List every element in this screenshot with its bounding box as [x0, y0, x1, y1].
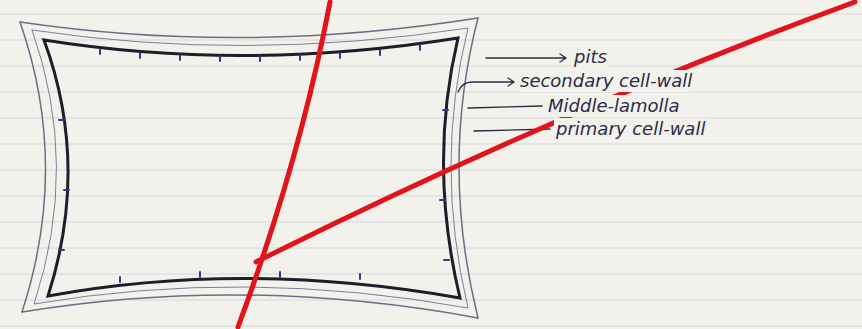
pit-mark	[219, 56, 221, 61]
pit-mark	[119, 277, 121, 282]
pit-mark	[199, 272, 201, 277]
part-label: Middle-lamolla	[546, 95, 682, 117]
part-label: pits	[572, 46, 609, 68]
primary-wall-line	[20, 22, 46, 312]
ruled-line	[0, 170, 862, 171]
pit-mark	[440, 199, 445, 201]
leader-line	[468, 106, 542, 108]
pit-mark	[419, 45, 421, 50]
pit-mark	[99, 49, 101, 54]
pit-mark	[443, 109, 448, 111]
pit-mark	[59, 119, 64, 121]
ruled-line	[0, 222, 862, 223]
leader-line	[458, 78, 514, 92]
strike-line	[238, 2, 330, 327]
ruled-line	[0, 144, 862, 145]
part-label: primary cell-wall	[554, 118, 707, 140]
ruled-line	[0, 196, 862, 197]
leader-lines	[458, 54, 566, 131]
pit-mark	[379, 50, 381, 55]
primary-wall-line	[20, 18, 478, 38]
leader-line	[486, 54, 566, 62]
pit-mark	[179, 55, 181, 60]
ruled-line	[0, 300, 862, 301]
pit-mark	[139, 53, 141, 58]
secondary-wall-line	[44, 38, 460, 298]
ruled-line	[0, 92, 862, 93]
ruled-line	[0, 14, 862, 15]
pit-marks	[59, 45, 449, 282]
ruled-paper-lines	[0, 14, 862, 326]
cell-outline	[20, 18, 478, 318]
pit-mark	[59, 249, 64, 251]
pit-mark	[359, 274, 361, 279]
middle-lamella-line	[32, 28, 468, 308]
primary-wall-line	[459, 18, 478, 318]
pit-mark	[259, 56, 261, 61]
ruled-line	[0, 66, 862, 67]
pit-mark	[444, 259, 449, 261]
red-strike-marks	[238, 2, 855, 327]
ruled-line	[0, 248, 862, 249]
pit-mark	[339, 53, 341, 58]
ruled-line	[0, 118, 862, 119]
ruled-line	[0, 40, 862, 41]
pit-mark	[64, 189, 69, 191]
ruled-line	[0, 326, 862, 327]
strike-line	[256, 2, 855, 262]
pit-mark	[279, 272, 281, 277]
ruled-line	[0, 274, 862, 275]
part-label: secondary cell-wall	[518, 70, 694, 92]
pit-mark	[299, 55, 301, 60]
